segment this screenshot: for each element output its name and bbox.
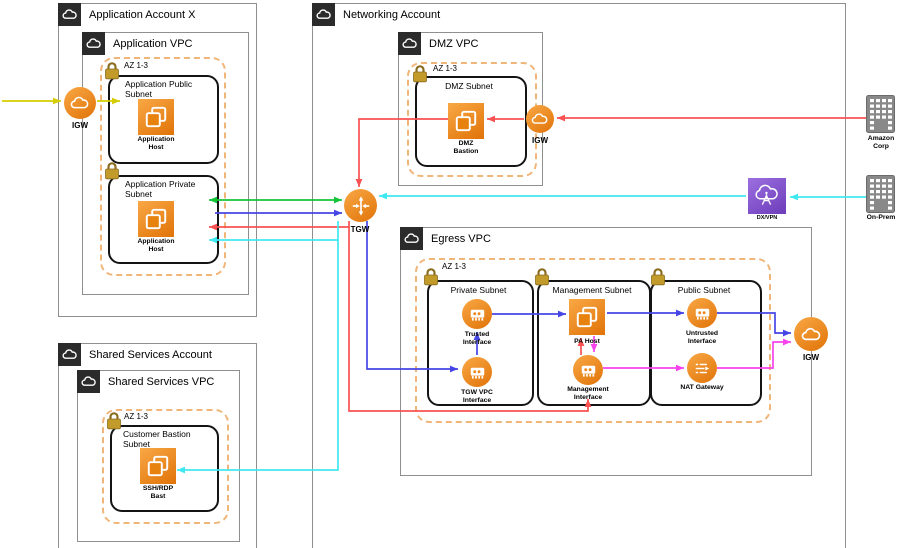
pa-host-label: PA Host bbox=[574, 338, 600, 345]
tgw-label: TGW bbox=[350, 225, 370, 234]
vpc-cloud-icon bbox=[398, 32, 421, 55]
dx-vpn-label: DX/VPN bbox=[756, 215, 778, 221]
shared-vpc-title: Shared Services VPC bbox=[108, 375, 215, 388]
account-cloud-icon bbox=[58, 343, 81, 366]
on-prem-label: On-Prem bbox=[866, 214, 896, 221]
transit-gateway-icon bbox=[344, 189, 377, 222]
account-cloud-icon bbox=[58, 3, 81, 26]
app-host-private-label: Application Host bbox=[137, 238, 175, 253]
amazon-corp-label: Amazon Corp bbox=[867, 135, 895, 150]
header-dmz-vpc: DMZ VPC bbox=[398, 32, 479, 55]
network-interface-icon bbox=[573, 355, 603, 385]
az-label-app: AZ 1-3 bbox=[124, 61, 149, 70]
lock-icon bbox=[105, 62, 119, 80]
management-interface-label: Management Interface bbox=[567, 386, 609, 401]
igw-dmz-label: IGW bbox=[532, 136, 548, 145]
header-application-vpc: Application VPC bbox=[82, 32, 193, 55]
az-label-shared: AZ 1-3 bbox=[124, 412, 149, 421]
nat-gateway-icon bbox=[687, 353, 717, 383]
lock-icon bbox=[413, 65, 427, 83]
application-account-title: Application Account X bbox=[89, 8, 196, 21]
network-interface-icon bbox=[687, 298, 717, 328]
header-shared-vpc: Shared Services VPC bbox=[77, 370, 214, 393]
subnet-title-egress-mgmt: Management Subnet bbox=[552, 285, 632, 295]
ec2-instances-icon bbox=[138, 201, 174, 237]
dmz-bastion-label: DMZ Bastion bbox=[453, 140, 479, 155]
on-prem-building-icon bbox=[866, 175, 896, 218]
subnet-title-bastion: Customer Bastion Subnet bbox=[123, 429, 191, 450]
subnet-title-egress-public: Public Subnet bbox=[677, 285, 731, 295]
dx-vpn-icon bbox=[748, 178, 786, 214]
untrusted-interface-label: Untrusted Interface bbox=[685, 330, 719, 345]
lock-icon bbox=[535, 268, 549, 286]
networking-account-title: Networking Account bbox=[343, 8, 441, 21]
internet-gateway-icon bbox=[794, 317, 828, 351]
vpc-cloud-icon bbox=[77, 370, 100, 393]
lock-icon bbox=[105, 162, 119, 180]
application-account-box bbox=[58, 3, 257, 317]
az-label-dmz: AZ 1-3 bbox=[433, 64, 458, 73]
ec2-instances-icon bbox=[140, 448, 176, 484]
internet-gateway-icon bbox=[64, 87, 96, 119]
internet-gateway-icon bbox=[526, 105, 554, 133]
igw-egress-label: IGW bbox=[803, 353, 819, 362]
az-label-egress: AZ 1-3 bbox=[442, 262, 467, 271]
shared-account-title: Shared Services Account bbox=[89, 348, 212, 361]
subnet-title-dmz: DMZ Subnet bbox=[445, 81, 493, 91]
account-cloud-icon bbox=[312, 3, 335, 26]
application-vpc-title: Application VPC bbox=[113, 37, 193, 50]
vpc-cloud-icon bbox=[400, 227, 423, 250]
network-interface-icon bbox=[462, 299, 492, 329]
header-shared-account: Shared Services Account bbox=[58, 343, 212, 366]
header-application-account: Application Account X bbox=[58, 3, 195, 26]
ssh-rdp-bast-label: SSH/RDP Bast bbox=[142, 485, 174, 500]
subnet-title-app-public: Application Public Subnet bbox=[125, 79, 193, 100]
dmz-vpc-title: DMZ VPC bbox=[429, 37, 479, 50]
nat-gateway-label: NAT Gateway bbox=[680, 384, 724, 391]
application-vpc-box bbox=[82, 32, 249, 295]
lock-icon bbox=[424, 268, 438, 286]
ec2-instances-icon bbox=[448, 103, 484, 139]
corporate-building-icon bbox=[866, 95, 896, 138]
egress-vpc-title: Egress VPC bbox=[431, 232, 491, 245]
ec2-instances-icon bbox=[569, 299, 605, 335]
header-egress-vpc: Egress VPC bbox=[400, 227, 491, 250]
ec2-instances-icon bbox=[138, 99, 174, 135]
app-az-boundary bbox=[100, 57, 226, 276]
tgw-vpc-interface-label: TGW VPC Interface bbox=[461, 389, 493, 404]
subnet-title-app-private: Application Private Subnet bbox=[125, 179, 196, 200]
network-interface-icon bbox=[462, 357, 492, 387]
lock-icon bbox=[107, 412, 121, 430]
lock-icon bbox=[651, 268, 665, 286]
trusted-interface-label: Trusted Interface bbox=[462, 331, 492, 346]
app-host-public-label: Application Host bbox=[137, 136, 175, 151]
vpc-cloud-icon bbox=[82, 32, 105, 55]
header-networking-account: Networking Account bbox=[312, 3, 440, 26]
subnet-title-egress-private: Private Subnet bbox=[450, 285, 507, 295]
igw-app-label: IGW bbox=[72, 121, 88, 130]
